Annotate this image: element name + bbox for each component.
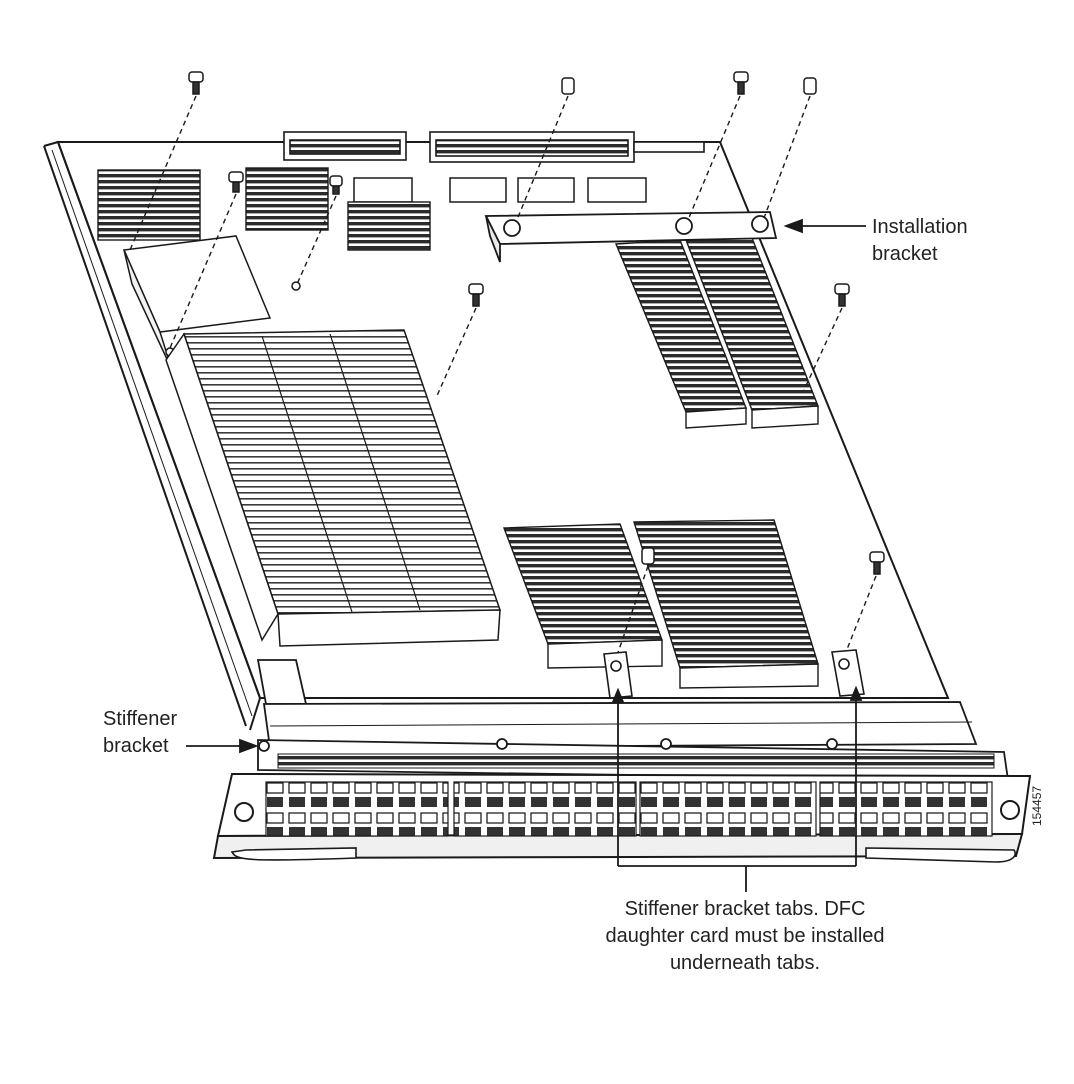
stiffener-bracket-label-line1: Stiffener <box>103 708 178 730</box>
chips <box>353 177 647 203</box>
screw <box>561 77 575 95</box>
top-connectors <box>283 131 705 163</box>
screw <box>188 71 204 95</box>
stiffener-tabs <box>603 649 865 699</box>
screw <box>641 547 655 565</box>
stiffener-bracket-label-line2: bracket <box>103 735 169 757</box>
upper-heatsinks <box>97 167 431 251</box>
screw <box>228 171 244 193</box>
stiffener-tabs-label-line3: underneath tabs. <box>669 952 821 974</box>
screw-paths <box>129 95 877 665</box>
callout-pointers <box>186 218 866 892</box>
screws <box>188 71 885 575</box>
installation-bracket-label: Installation bracket <box>872 214 1042 268</box>
lower-heatsinks <box>502 519 819 689</box>
screw <box>869 551 885 575</box>
screw <box>329 175 343 195</box>
screw <box>733 71 749 95</box>
stiffener-tabs-label-line2: daughter card must be installed <box>605 925 885 947</box>
stiffener-tabs-label: Stiffener bracket tabs. DFC daughter car… <box>560 896 930 977</box>
screw <box>468 283 484 307</box>
front-panel <box>212 772 1032 863</box>
installation-bracket <box>484 211 778 263</box>
main-heatsink <box>165 329 502 647</box>
installation-bracket-label-line2: bracket <box>872 243 938 265</box>
screw <box>803 77 817 95</box>
installation-bracket-label-line1: Installation <box>872 216 968 238</box>
stiffener-rails <box>256 659 1010 781</box>
stiffener-tabs-label-line1: Stiffener bracket tabs. DFC <box>624 898 866 920</box>
screw <box>834 283 850 307</box>
stiffener-bracket-label: Stiffener bracket <box>103 706 223 760</box>
figure-id: 154457 <box>1030 785 1044 826</box>
